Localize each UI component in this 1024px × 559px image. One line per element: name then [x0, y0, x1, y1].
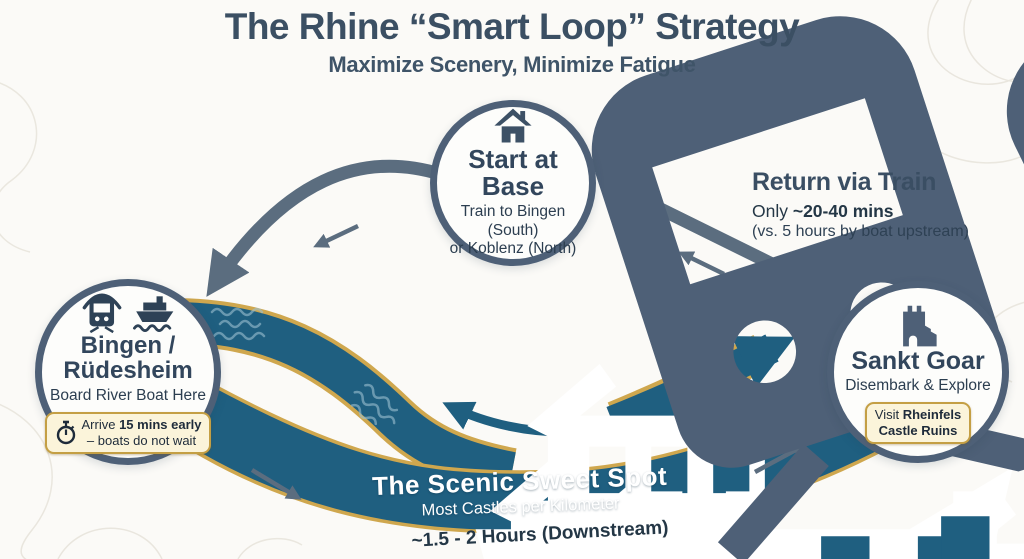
direction-arrow-small: [678, 251, 725, 277]
page-title: The Rhine “Smart Loop” Strategy: [224, 6, 800, 47]
stopwatch-icon: [56, 420, 75, 444]
direction-arrow-small: [250, 468, 302, 500]
castle-ruins-icon: [903, 305, 937, 347]
badge-text: Visit Rheinfels Castle Ruins: [874, 406, 962, 438]
badge-text: Arrive 15 mins early – boats do not wait: [81, 416, 202, 448]
tip-badge-rheinfels: Visit Rheinfels Castle Ruins: [864, 401, 972, 445]
node-sankt-goar: Sankt Goar Disembark & Explore Visit Rhe…: [827, 281, 1009, 463]
return-train-duration: Only ~20-40 mins: [752, 201, 894, 221]
direction-arrow-small: [753, 443, 808, 474]
train-icon: [82, 293, 121, 334]
header: The Rhine “Smart Loop” Strategy Maximize…: [0, 6, 1024, 78]
node-subtitle: Disembark & Explore: [845, 376, 991, 394]
node-start-at-base: Start at Base Train to Bingen (South) or…: [430, 100, 596, 266]
return-train-comparison: (vs. 5 hours by boat upstream): [752, 223, 969, 240]
river-strand-upper: [169, 298, 517, 496]
ship-icon: [132, 296, 173, 332]
return-train-title: Return via Train: [752, 168, 937, 196]
train-route-arrow-to-bingen: [206, 159, 442, 297]
node-subtitle: Train to Bingen (South) or Koblenz (Nort…: [449, 203, 577, 258]
page-subtitle: Maximize Scenery, Minimize Fatigue: [328, 52, 696, 77]
scenic-sweet-spot-label: The Scenic Sweet Spot Most Castles per K…: [371, 461, 669, 522]
node-title: Start at Base: [468, 144, 558, 202]
node-subtitle: Board River Boat Here: [50, 386, 206, 404]
house-icon: [494, 108, 532, 143]
node-bingen-ruedesheim: Bingen / Rüdesheim Board River Boat Here…: [35, 279, 221, 465]
tip-badge-arrive-early: Arrive 15 mins early – boats do not wait: [44, 411, 212, 454]
return-train-note: Return via Train Only ~20-40 mins (vs. 5…: [752, 168, 1002, 241]
node-title: Bingen / Rüdesheim: [63, 332, 193, 384]
node-title: Sankt Goar: [851, 346, 985, 375]
direction-arrow-small: [313, 223, 359, 248]
wave-decoration: [210, 307, 399, 426]
